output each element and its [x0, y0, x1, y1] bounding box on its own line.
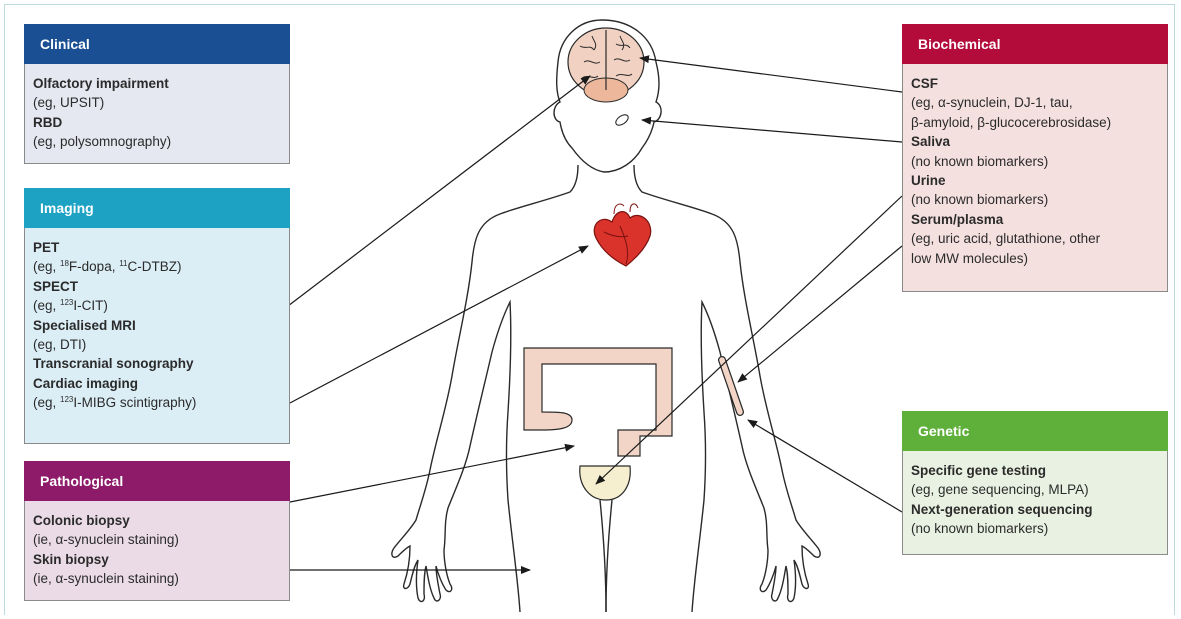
biochemical-term: Serum/plasma [911, 210, 1157, 229]
biochemical-detail: β-amyloid, β-glucocerebrosidase) [911, 113, 1157, 132]
biochemical-detail: (no known biomarkers) [911, 152, 1157, 171]
genetic-detail: (eg, gene sequencing, MLPA) [911, 480, 1157, 499]
pathological-term: Skin biopsy [33, 550, 279, 569]
genetic-box: Genetic Specific gene testing (eg, gene … [902, 411, 1168, 555]
imaging-detail: (eg, DTI) [33, 335, 279, 354]
imaging-detail: (eg, 123I-MIBG scintigraphy) [33, 393, 279, 412]
biochemical-detail: (eg, uric acid, glutathione, other [911, 229, 1157, 248]
pathological-detail: (ie, α-synuclein staining) [33, 569, 279, 588]
biochemical-term: Saliva [911, 132, 1157, 151]
pathological-term: Colonic biopsy [33, 511, 279, 530]
imaging-term: Specialised MRI [33, 316, 279, 335]
clinical-detail: (eg, polysomnography) [33, 132, 279, 151]
clinical-body: Olfactory impairment (eg, UPSIT) RBD (eg… [24, 64, 290, 164]
genetic-term: Next-generation sequencing [911, 500, 1157, 519]
biochemical-detail: (no known biomarkers) [911, 190, 1157, 209]
clinical-term: RBD [33, 113, 279, 132]
imaging-term: Transcranial sonography [33, 354, 279, 373]
genetic-body: Specific gene testing (eg, gene sequenci… [902, 451, 1168, 555]
clinical-header: Clinical [24, 24, 290, 64]
salivary-gland-icon [614, 113, 630, 128]
clinical-detail: (eg, UPSIT) [33, 93, 279, 112]
brain-icon [568, 28, 644, 102]
imaging-header: Imaging [24, 188, 290, 228]
genetic-header: Genetic [902, 411, 1168, 451]
clinical-box: Clinical Olfactory impairment (eg, UPSIT… [24, 24, 290, 164]
colon-icon [524, 348, 672, 456]
biochemical-detail: low MW molecules) [911, 249, 1157, 268]
blood-vessel-icon [722, 360, 740, 412]
imaging-detail: (eg, 18F-dopa, 11C-DTBZ) [33, 257, 279, 276]
imaging-body: PET (eg, 18F-dopa, 11C-DTBZ) SPECT (eg, … [24, 228, 290, 444]
pathological-header: Pathological [24, 461, 290, 501]
bladder-icon [580, 466, 630, 500]
genetic-term: Specific gene testing [911, 461, 1157, 480]
genetic-detail: (no known biomarkers) [911, 519, 1157, 538]
pathological-box: Pathological Colonic biopsy (ie, α-synuc… [24, 461, 290, 601]
imaging-box: Imaging PET (eg, 18F-dopa, 11C-DTBZ) SPE… [24, 188, 290, 444]
biochemical-header: Biochemical [902, 24, 1168, 64]
biochemical-box: Biochemical CSF (eg, α-synuclein, DJ-1, … [902, 24, 1168, 292]
imaging-term: PET [33, 238, 279, 257]
biochemical-term: Urine [911, 171, 1157, 190]
imaging-term: SPECT [33, 277, 279, 296]
biochemical-term: CSF [911, 74, 1157, 93]
heart-icon [594, 204, 650, 266]
biochemical-body: CSF (eg, α-synuclein, DJ-1, tau, β-amylo… [902, 64, 1168, 292]
imaging-term: Cardiac imaging [33, 374, 279, 393]
biochemical-detail: (eg, α-synuclein, DJ-1, tau, [911, 93, 1157, 112]
pathological-detail: (ie, α-synuclein staining) [33, 530, 279, 549]
clinical-term: Olfactory impairment [33, 74, 279, 93]
pathological-body: Colonic biopsy (ie, α-synuclein staining… [24, 501, 290, 601]
imaging-detail: (eg, 123I-CIT) [33, 296, 279, 315]
